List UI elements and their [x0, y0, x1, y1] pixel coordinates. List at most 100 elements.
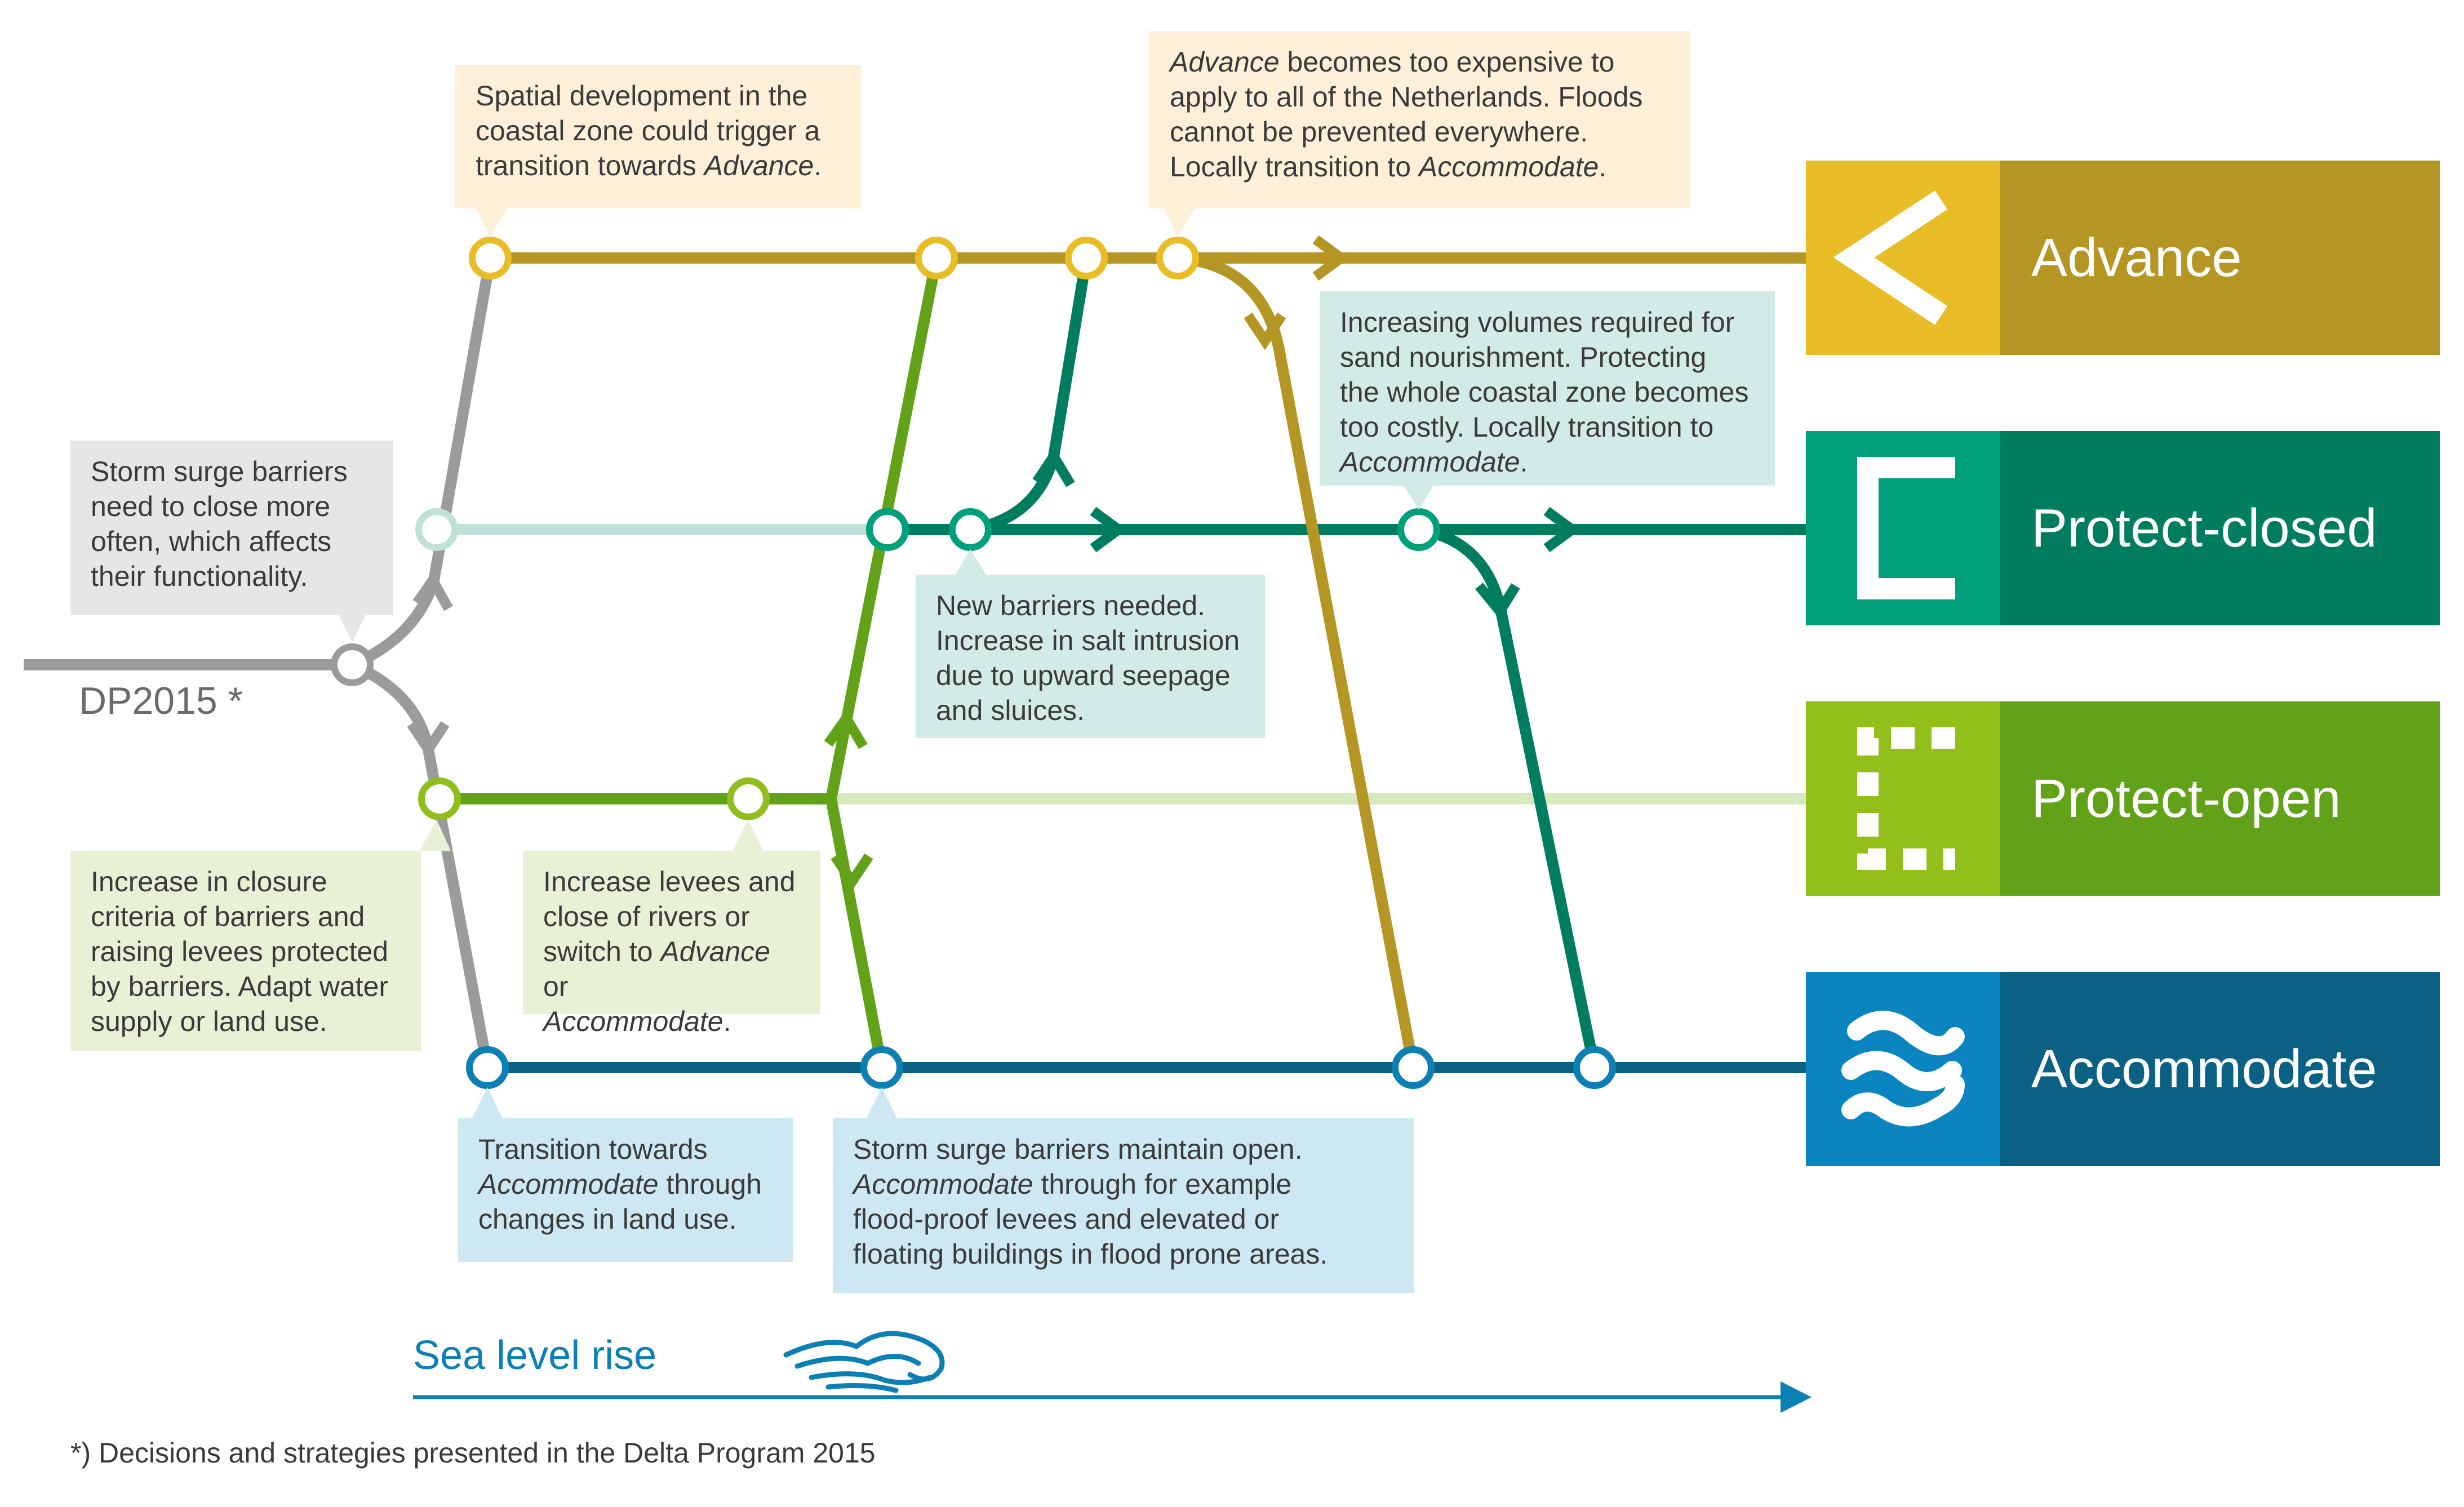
arrow-down-icon	[1244, 313, 1286, 350]
closed-to-advance-path	[969, 257, 1092, 535]
note-line: Accommodate through	[478, 1168, 762, 1200]
note-storm-open: Storm surge barriers maintain open. Acco…	[833, 1118, 1414, 1293]
note-line: close of rivers or	[543, 901, 750, 932]
strategy-accommodate: Accommodate	[1806, 972, 2440, 1166]
note-line: often, which affects	[91, 526, 332, 557]
note-line: Accommodate.	[1340, 446, 1528, 478]
advance-node	[1156, 237, 1199, 279]
note-line: Transition towards	[478, 1133, 708, 1165]
accommodate-node	[1573, 1046, 1616, 1089]
strategy-label: Advance	[2000, 161, 2440, 355]
callout-pointer	[867, 1087, 897, 1118]
note-increase-levees: Increase levees and close of rivers or s…	[523, 851, 820, 1037]
arrow-right-icon	[1781, 1381, 1812, 1413]
accommodate-node	[860, 1046, 903, 1089]
note-line: and sluices.	[936, 695, 1085, 726]
protect-open-node	[418, 777, 461, 820]
protect-closed-node	[949, 508, 992, 551]
note-line: Increase levees and	[543, 866, 796, 897]
arrow-up-icon	[1032, 447, 1075, 487]
note-line: Increasing volumes required for	[1340, 306, 1735, 338]
accommodate-node	[466, 1046, 509, 1089]
note-line: changes in land use.	[478, 1203, 737, 1235]
strategy-advance: Advance	[1806, 161, 2440, 355]
note-line: Accommodate.	[543, 1006, 731, 1037]
note-line: sand nourishment. Protecting	[1340, 341, 1707, 373]
callout-pointer	[1403, 484, 1434, 510]
wave-icon	[783, 1331, 945, 1393]
protect-open-node	[727, 777, 770, 820]
protect-closed-node	[866, 508, 909, 551]
note-line: Locally transition to Accommodate.	[1170, 151, 1607, 183]
chevron-left-icon	[1806, 161, 2000, 355]
note-line: switch to Advance or	[543, 936, 770, 1002]
strategy-label: Accommodate	[2000, 972, 2440, 1166]
advance-node	[469, 237, 512, 279]
note-line: Accommodate through for example	[853, 1168, 1292, 1200]
accommodate-node	[1392, 1046, 1435, 1089]
note-line: Storm surge barriers	[91, 456, 348, 487]
note-sand-nourishment: Increasing volumes required for sand nou…	[1320, 291, 1775, 486]
callout-pointer	[732, 820, 763, 851]
advance-to-accommodate-path	[1177, 252, 1419, 1069]
arrow-down-icon	[831, 853, 873, 891]
note-advance-expensive: Advance becomes too expensive to apply t…	[1149, 31, 1690, 208]
callout-pointer	[955, 549, 986, 575]
dp2015-node	[331, 643, 374, 686]
note-line: flood-proof levees and elevated or	[853, 1203, 1280, 1235]
strategy-label: Protect-open	[2000, 701, 2440, 896]
note-line: floating buildings in flood prone areas.	[853, 1238, 1328, 1270]
callout-pointer	[338, 614, 366, 642]
strategy-protect-closed: Protect-closed	[1806, 431, 2440, 625]
note-line: criteria of barriers and	[91, 901, 365, 932]
advance-node	[915, 237, 958, 279]
note-line: need to close more	[91, 491, 331, 522]
note-line: Increase in closure	[91, 866, 327, 897]
note-line: cannot be prevented everywhere.	[1170, 116, 1588, 148]
arrow-up-icon	[824, 709, 868, 749]
note-line: by barriers. Adapt water	[91, 971, 389, 1002]
callout-pointer	[476, 208, 507, 237]
arrow-right-icon	[1312, 235, 1350, 281]
note-new-barriers: New barriers needed. Increase in salt in…	[916, 575, 1265, 738]
footnote: *) Decisions and strategies presented in…	[70, 1437, 876, 1469]
note-line: too costly. Locally transition to	[1340, 411, 1714, 443]
note-line: their functionality.	[91, 561, 308, 592]
wave-icon	[1806, 972, 2000, 1166]
protect-closed-node	[415, 508, 458, 551]
arrow-down-icon	[1475, 583, 1520, 620]
open-to-accommodate-line	[825, 798, 887, 1069]
sea-level-rise-label: Sea level rise	[413, 1333, 657, 1378]
closed-bracket-icon	[1806, 431, 2000, 625]
strategy-label: Protect-closed	[2000, 431, 2440, 625]
open-bracket-icon	[1806, 701, 2000, 896]
note-line: the whole coastal zone becomes	[1340, 376, 1749, 408]
strategy-protect-open: Protect-open	[1806, 701, 2440, 896]
note-line: supply or land use.	[91, 1006, 327, 1037]
note-line: Storm surge barriers maintain open.	[853, 1133, 1303, 1165]
note-line: apply to all of the Netherlands. Floods	[1170, 81, 1643, 113]
arrow-right-icon	[1543, 506, 1581, 553]
advance-node	[1065, 237, 1108, 279]
note-closure-criteria: Increase in closure criteria of barriers…	[70, 851, 421, 1051]
note-line: due to upward seepage	[936, 660, 1231, 691]
callout-pointer	[472, 1087, 503, 1118]
note-storm-surge: Storm surge barriers need to close more …	[70, 441, 393, 615]
arrow-up-icon	[412, 571, 453, 611]
note-line: Advance becomes too expensive to	[1170, 46, 1615, 78]
arrow-right-icon	[1090, 506, 1127, 553]
note-line: transition towards Advance.	[476, 150, 822, 181]
note-line: New barriers needed.	[936, 590, 1206, 621]
protect-closed-node	[1397, 508, 1440, 551]
callout-pointer	[1164, 208, 1195, 237]
note-transition-accommodate: Transition towards Accommodate through c…	[458, 1118, 793, 1262]
note-spatial-development: Spatial development in the coastal zone …	[455, 65, 861, 208]
note-line: raising levees protected	[91, 936, 389, 967]
note-line: coastal zone could trigger a	[476, 115, 820, 146]
note-line: Increase in salt intrusion	[936, 625, 1240, 656]
arrow-down-icon	[407, 721, 450, 759]
dp2015-label: DP2015 *	[79, 679, 243, 722]
callout-pointer	[420, 820, 451, 851]
note-line: Spatial development in the	[476, 80, 808, 112]
